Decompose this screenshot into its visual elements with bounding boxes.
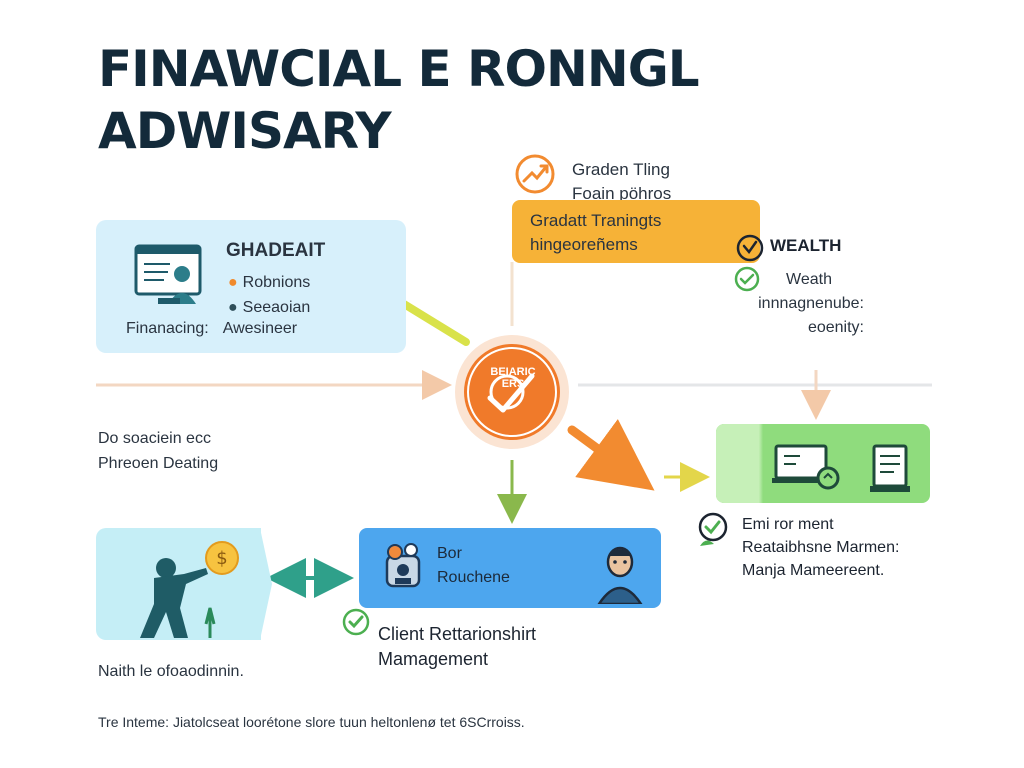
side-text: Do soaciein ecc Phreoen Deating	[98, 426, 218, 476]
financing-caption-left: Finanacing:	[126, 320, 209, 337]
crm-text: Client Rettarionshirt Mamagement	[378, 622, 536, 672]
wealth-line-2: innnagnenube:	[758, 295, 864, 312]
training-heading-line-2: Foain pöhros	[572, 184, 672, 203]
wealth-description: Weath innnagnenube: eoenity:	[714, 268, 864, 340]
financing-panel-heading: GHADEAIT	[226, 240, 326, 261]
hub-node	[455, 335, 569, 449]
crm-line-2: Mamagement	[378, 649, 489, 669]
training-panel-text: Gradatt Traningts hingeoreñems	[530, 209, 661, 257]
client-panel: Bor Rouchene	[359, 528, 661, 608]
training-heading-line-1: Graden Tling	[572, 160, 670, 179]
wealth-line-3: eoenity:	[807, 319, 864, 336]
hub-label: BEIARIC ERS	[490, 366, 536, 390]
bottom-caption: Naith le ofoaodinnin.	[98, 663, 244, 680]
title-line-1: FINAWCIAL E RONNGL	[98, 40, 700, 98]
crm-check-icon	[342, 608, 370, 636]
laptop-chart-icon	[772, 444, 840, 490]
wealth-line-1: Weath	[786, 271, 832, 288]
svg-text:$: $	[216, 548, 227, 569]
checkmark-icon	[734, 266, 760, 292]
training-panel: Gradatt Traningts hingeoreñems	[512, 200, 760, 263]
financing-panel: GHADEAIT ●Robnions ●Seeaoian Finanacing:…	[96, 220, 406, 353]
financing-caption: Finanacing: Awesineer	[126, 320, 311, 338]
financing-caption-right: Awesineer	[222, 320, 298, 337]
training-box-line-2: hingeoreñems	[530, 235, 638, 254]
connector-hub-diagonal	[567, 419, 655, 491]
title-line-2: ADWISARY	[98, 102, 392, 160]
person-coin-icon: $	[140, 541, 239, 638]
relationship-line-3: Manja Mameereent.	[742, 562, 885, 579]
growth-chart-icon	[515, 154, 555, 194]
advisor-panel: $	[96, 528, 261, 640]
side-text-line-1: Do soaciein ecc	[98, 430, 211, 447]
training-box-line-1: Gradatt Traningts	[530, 211, 662, 230]
document-stack-icon	[870, 444, 910, 492]
client-panel-line-2: Rouchene	[437, 569, 510, 586]
footer-text: Tre Inteme: Jiatolcseat loorétone slore …	[98, 714, 525, 730]
side-text-line-2: Phreoen Deating	[98, 455, 219, 472]
financing-bullet-2: ●Seeaoian	[228, 299, 311, 316]
page-title: FINAWCIAL E RONNGL ADWISARY	[98, 38, 798, 162]
connector-left-diagonal	[400, 300, 470, 346]
relationship-line-1: Emi ror ment	[742, 516, 834, 533]
client-panel-line-1: Bor	[437, 545, 462, 562]
monitor-person-icon	[134, 244, 202, 304]
wealth-heading: WEALTH	[770, 236, 842, 255]
relationship-check-icon	[698, 512, 728, 546]
advisor-avatar-icon	[597, 546, 643, 604]
relationship-line-2: Reataibhsne Marmen:	[742, 539, 900, 556]
relationship-text: Emi ror ment Reataibhsne Marmen: Manja M…	[742, 513, 899, 582]
advisor-panel-tip	[260, 528, 272, 640]
financing-bullet-1: ●Robnions	[228, 274, 311, 291]
client-panel-text: Bor Rouchene	[437, 542, 510, 590]
wealth-gauge-icon	[736, 234, 764, 262]
people-icon	[385, 543, 421, 588]
crm-line-1: Client Rettarionshirt	[378, 624, 537, 644]
training-heading: Graden Tling Foain pöhros	[572, 158, 671, 206]
